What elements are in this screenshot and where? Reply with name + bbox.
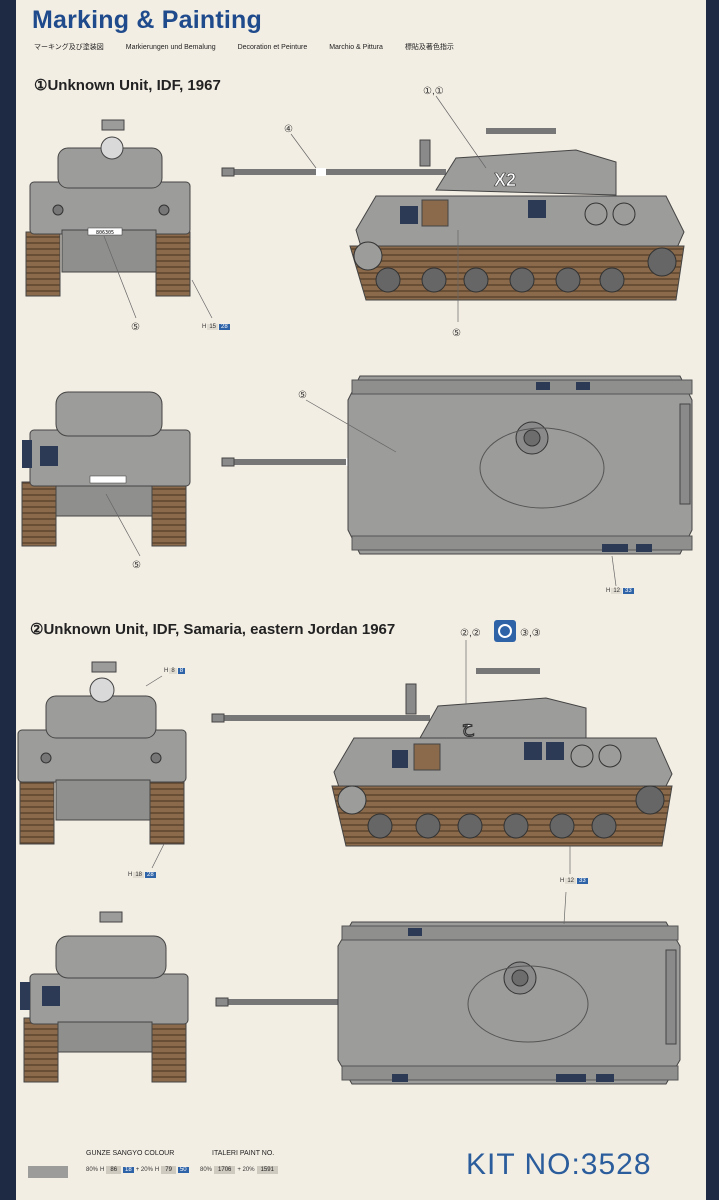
callout-4: ④ [284, 124, 293, 135]
italeri-mix: 80% 1706 + 20% 1591 [200, 1166, 278, 1174]
tank-illustrations: 806305 X2 [17, 86, 693, 1085]
scheme2-rear-view [20, 911, 189, 1083]
subtitle-cn: 標貼及著色指示 [404, 44, 454, 51]
scheme2-front-view [17, 661, 187, 869]
scheme1-front-view: 806305 [25, 119, 191, 297]
scheme1-title: ①Unknown Unit, IDF, 1967 [34, 77, 221, 94]
subtitle-de: Markierungen und Bemalung [125, 44, 216, 51]
subtitle-it: Marchio & Pittura [329, 44, 383, 51]
symbol-badge-icon [494, 620, 516, 642]
subtitle-fr: Decoration et Peinture [237, 44, 308, 51]
italeri-label: ITALERI PAINT NO. [212, 1150, 275, 1157]
callout-1: ①,① [423, 86, 444, 97]
paint-code-4: H 18 28 [128, 872, 156, 878]
callout-5d: ⑤ [298, 390, 307, 401]
paint-code-5: H 12 33 [560, 878, 588, 884]
callout-5c: ⑤ [132, 560, 141, 571]
scheme2-side-view: ح [211, 640, 673, 874]
subtitle-row: マーキング及び塗装図 Markierungen und Bemalung Dec… [34, 42, 474, 52]
scheme2-title: ②Unknown Unit, IDF, Samaria, eastern Jor… [30, 621, 396, 638]
plate-text: 806305 [96, 230, 114, 236]
scheme1-rear-view: ⑤ [21, 391, 191, 571]
kit-number: KIT NO:3528 [466, 1148, 652, 1181]
scheme1-callouts: ①,① ④ ⑤ ⑤ [103, 86, 487, 339]
gunze-label: GUNZE SANGYO COLOUR [86, 1150, 175, 1157]
gunze-mix: 80% H 86 18 + 20% H 79 50 [86, 1166, 189, 1174]
callout-3: ③,③ [520, 628, 541, 639]
scheme2-callouts: ②,② ③,③ [460, 620, 541, 642]
scheme1-turret-marking: X2 [494, 170, 516, 190]
scheme1-top-view: ⑤ [221, 375, 693, 587]
page-title: Marking & Painting [32, 6, 263, 34]
subtitle-jp: マーキング及び塗装図 [34, 44, 104, 51]
paint-code-3: H 8 8 [164, 668, 186, 674]
callout-2: ②,② [460, 628, 481, 639]
paint-code-2: H 12 33 [606, 588, 634, 594]
scheme1-side-view: X2 [221, 128, 685, 301]
callout-5b: ⑤ [452, 328, 461, 339]
scheme2-turret-marking: ح [462, 716, 474, 737]
callout-5a: ⑤ [131, 322, 140, 333]
colour-swatch [28, 1166, 68, 1178]
scheme2-top-view [215, 891, 681, 1085]
instruction-sheet: Marking & Painting マーキング及び塗装図 Markierung… [16, 0, 706, 1200]
paint-code-1: H 15 28 [202, 324, 230, 330]
